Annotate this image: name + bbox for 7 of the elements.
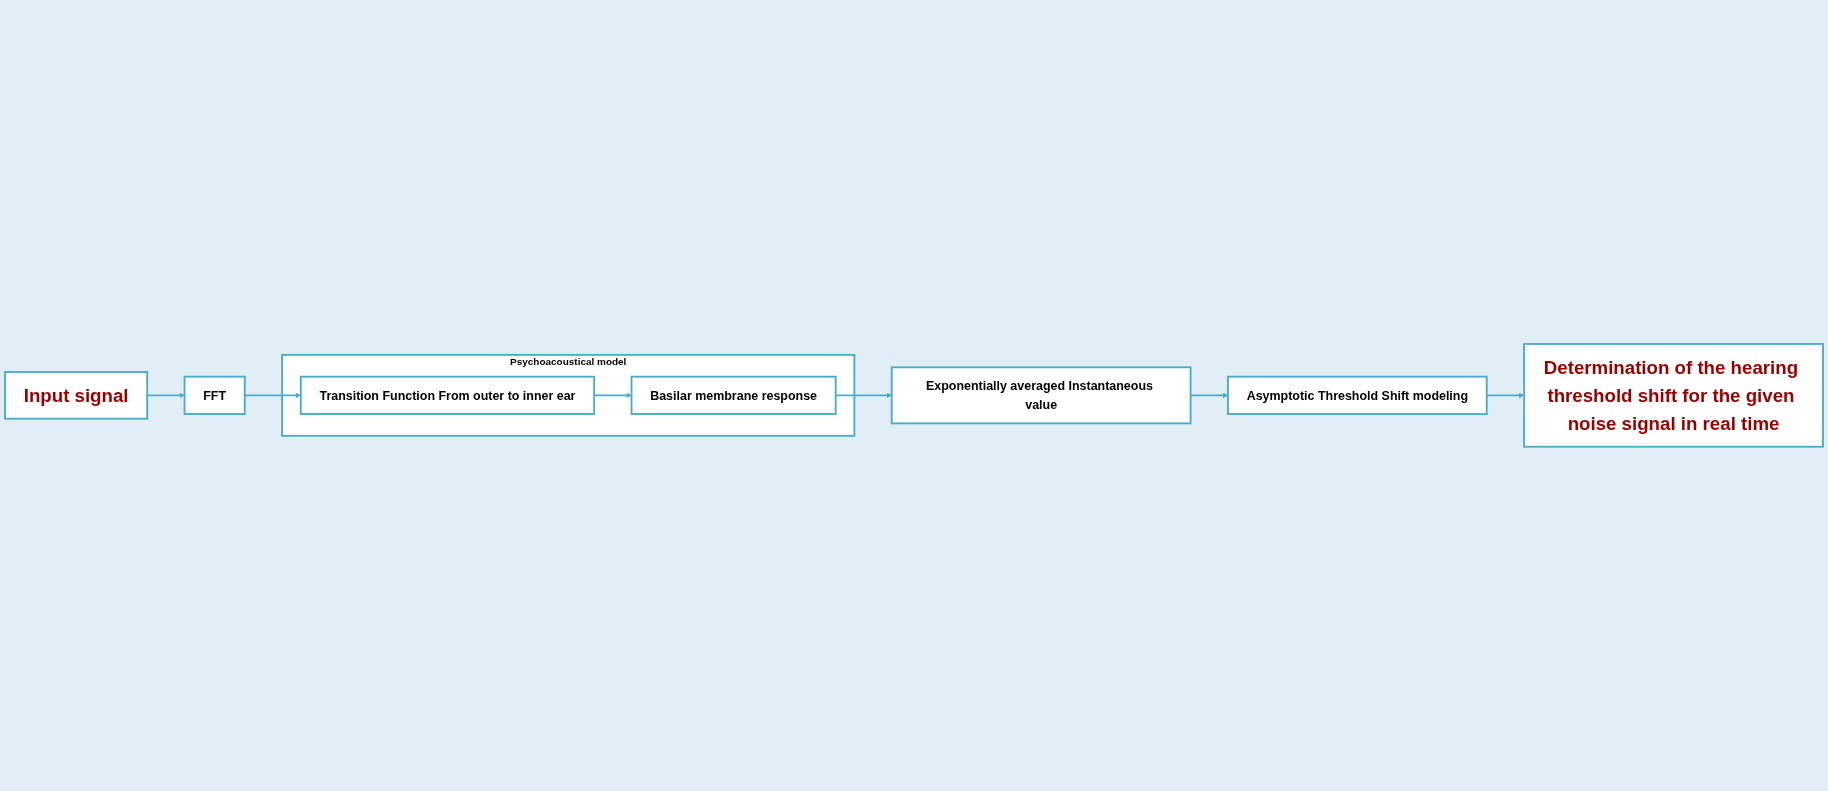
node-box: Determination of the hearing threshold shift for the given noise signal in real time bbox=[1523, 343, 1824, 448]
node-box: Basilar membrane response bbox=[630, 375, 837, 416]
node-box: Exponentially averaged Instantaneous value bbox=[890, 366, 1192, 425]
node-box: Input signal bbox=[4, 371, 149, 420]
node-box: FFT bbox=[183, 375, 246, 416]
node-box: Asymptotic Threshold Shift modeling bbox=[1227, 375, 1488, 416]
node-box: Transition Function From outer to inner ear bbox=[299, 375, 596, 416]
